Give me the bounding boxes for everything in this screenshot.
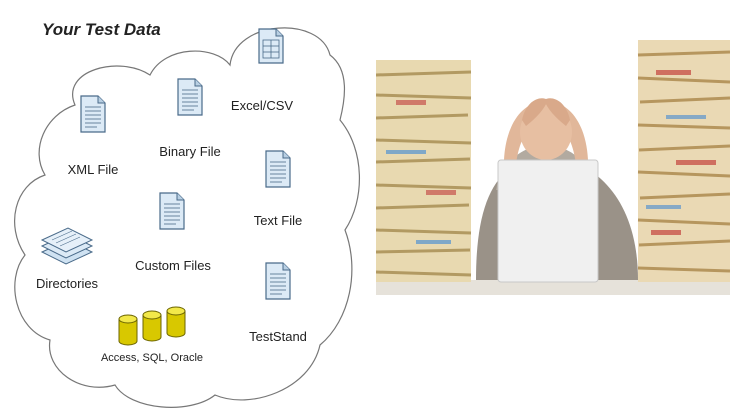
custom-document-icon bbox=[159, 192, 185, 230]
left-paper-stack bbox=[376, 60, 472, 282]
label-binary-file: Binary File bbox=[159, 144, 221, 159]
label-databases: Access, SQL, Oracle bbox=[100, 352, 204, 364]
xml-document-icon bbox=[80, 95, 106, 133]
stacked-documents-icon bbox=[40, 227, 94, 265]
label-excel-csv: Excel/CSV bbox=[230, 98, 294, 113]
overwhelmed-person-photo bbox=[376, 40, 730, 295]
label-text-file: Text File bbox=[253, 213, 303, 228]
right-paper-stack bbox=[637, 40, 730, 282]
teststand-document-icon bbox=[265, 262, 291, 300]
label-directories: Directories bbox=[35, 276, 99, 291]
binary-document-icon bbox=[177, 78, 203, 116]
spreadsheet-icon bbox=[258, 28, 284, 64]
label-teststand: TestStand bbox=[249, 329, 307, 344]
label-custom-files: Custom Files bbox=[135, 258, 211, 273]
database-cylinders-icon bbox=[118, 306, 186, 346]
heading: Your Test Data bbox=[42, 20, 161, 39]
label-xml-file: XML File bbox=[67, 162, 119, 177]
text-document-icon bbox=[265, 150, 291, 188]
